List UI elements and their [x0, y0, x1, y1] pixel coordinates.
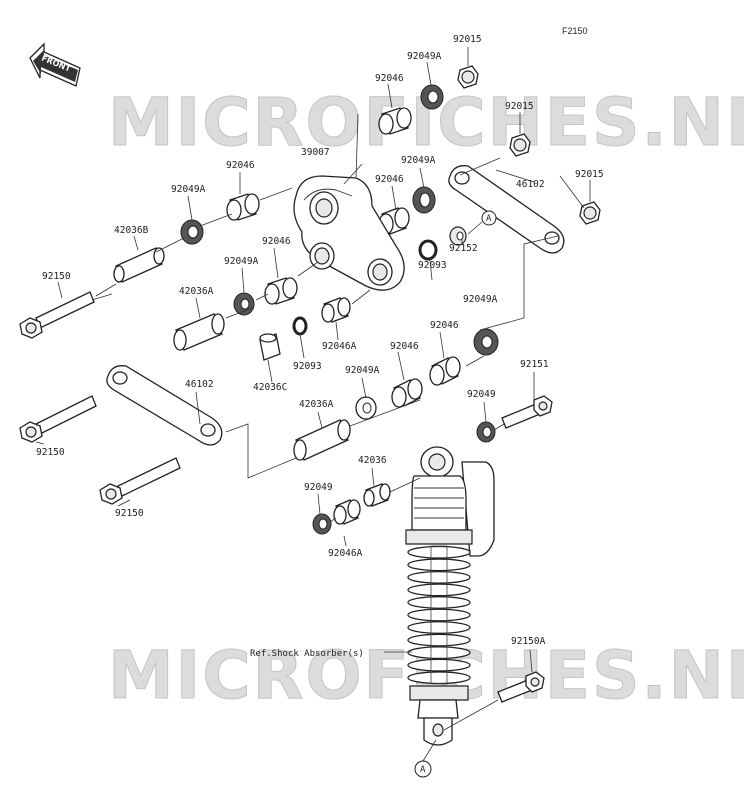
label-92046-right: 92046	[375, 174, 404, 185]
label-92049a-center: 92049A	[224, 256, 259, 267]
label-92015-mid: 92015	[505, 101, 534, 112]
spring-coil	[407, 558, 471, 572]
label-92046-top: 92046	[375, 73, 404, 84]
label-46102-upper: 46102	[516, 179, 545, 190]
bolt-92150a	[497, 671, 545, 703]
shock-absorber	[405, 446, 495, 746]
bearing-92046a-lower	[333, 499, 361, 525]
seal-92049a-lower-right	[473, 328, 499, 356]
figure-code: F2150	[562, 26, 588, 36]
seal-92049a-left	[180, 219, 204, 245]
spring-coil	[407, 671, 471, 685]
collar-42036a-upper	[173, 313, 225, 351]
label-92150-lower: 92150	[115, 508, 144, 519]
label-92150a: 92150A	[511, 636, 546, 647]
label-39007: 39007	[301, 147, 330, 158]
bolt-92151	[501, 395, 553, 429]
seal-92049-right	[476, 421, 496, 443]
bearing-92046-left	[226, 193, 260, 221]
label-92150-upper: 92150	[42, 271, 71, 282]
seal-92049a-right	[412, 186, 436, 214]
label-92015-right: 92015	[575, 169, 604, 180]
label-92046-left: 92046	[226, 160, 255, 171]
collar-42036b	[113, 247, 165, 283]
label-42036a-upper: 42036A	[179, 286, 214, 297]
bearing-92046-center	[264, 277, 298, 305]
seal-92049a-top	[420, 84, 444, 110]
label-92152: 92152	[449, 243, 478, 254]
seal-92049-lower	[312, 513, 332, 535]
label-92049-lower: 92049	[304, 482, 333, 493]
label-42036b: 42036B	[114, 225, 149, 236]
bearing-92046-top	[378, 107, 412, 135]
spring-coil	[407, 583, 471, 597]
spring-coil	[407, 608, 471, 622]
svg-text:A: A	[420, 765, 426, 775]
nut-92015-right	[579, 201, 601, 225]
label-92150-middle: 92150	[36, 447, 65, 458]
label-42036: 42036	[358, 455, 387, 466]
bearing-92046-lower-right	[429, 356, 461, 386]
callout-a-upper: A	[481, 210, 497, 226]
leader-lines	[35, 47, 591, 762]
label-92093-upper: 92093	[418, 260, 447, 271]
seal-92049a-lower-mid	[355, 396, 377, 420]
spring-coil	[407, 658, 471, 672]
collar-42036a-lower	[293, 419, 351, 461]
label-92049a-lower-right: 92049A	[463, 294, 498, 305]
bolt-92150-lower	[99, 457, 181, 505]
bolt-92150-upper	[19, 291, 95, 339]
nut-92015-mid	[509, 133, 531, 157]
label-92049a-left: 92049A	[171, 184, 206, 195]
part-labels: 92015 92049A 92046 92015 39007 92049A 92…	[36, 34, 604, 647]
label-46102-lower: 46102	[185, 379, 214, 390]
label-92093-center: 92093	[293, 361, 322, 372]
spring-coil	[407, 633, 471, 647]
spring-coil	[407, 646, 471, 660]
tie-rod-46102-upper	[448, 165, 565, 254]
label-92046-lower-right: 92046	[430, 320, 459, 331]
label-92049a-lower-mid: 92049A	[345, 365, 380, 376]
reference-shock-absorber: Ref.Shock Absorber(s)	[250, 649, 364, 659]
label-92046-center: 92046	[262, 236, 291, 247]
collar-42036	[363, 483, 391, 507]
label-42036c: 42036C	[253, 382, 287, 393]
label-92049-right: 92049	[467, 389, 496, 400]
label-92015-top: 92015	[453, 34, 482, 45]
label-92046a-upper: 92046A	[322, 341, 357, 352]
label-42036a-lower: 42036A	[299, 399, 334, 410]
seal-92049a-center	[233, 292, 255, 316]
tie-rod-46102-lower	[106, 365, 223, 446]
nut-92015-top	[457, 65, 479, 89]
spring-coil	[407, 545, 471, 559]
svg-text:A: A	[486, 214, 492, 224]
bearing-92046-lower-mid	[391, 378, 423, 408]
bearing-92046a-upper	[321, 297, 351, 323]
callout-a-lower: A	[414, 760, 432, 778]
shock-rod	[430, 545, 448, 685]
bolt-92150-middle	[19, 395, 97, 443]
label-92049a-top: 92049A	[407, 51, 442, 62]
label-92046a-lower: 92046A	[328, 548, 363, 559]
spring-coil	[407, 621, 471, 634]
oring-92093-upper	[418, 239, 438, 261]
label-92151: 92151	[520, 359, 549, 370]
collar-42036c	[259, 333, 281, 361]
oring-92093-center	[292, 316, 308, 336]
spring-coil	[407, 570, 471, 584]
front-direction-arrow: FRONT	[29, 42, 81, 87]
label-92049a-right: 92049A	[401, 155, 436, 166]
label-92046-lower-mid: 92046	[390, 341, 419, 352]
spring-coil	[407, 596, 471, 609]
rocker-arm-39007	[293, 175, 405, 291]
shock-spring	[407, 545, 471, 685]
